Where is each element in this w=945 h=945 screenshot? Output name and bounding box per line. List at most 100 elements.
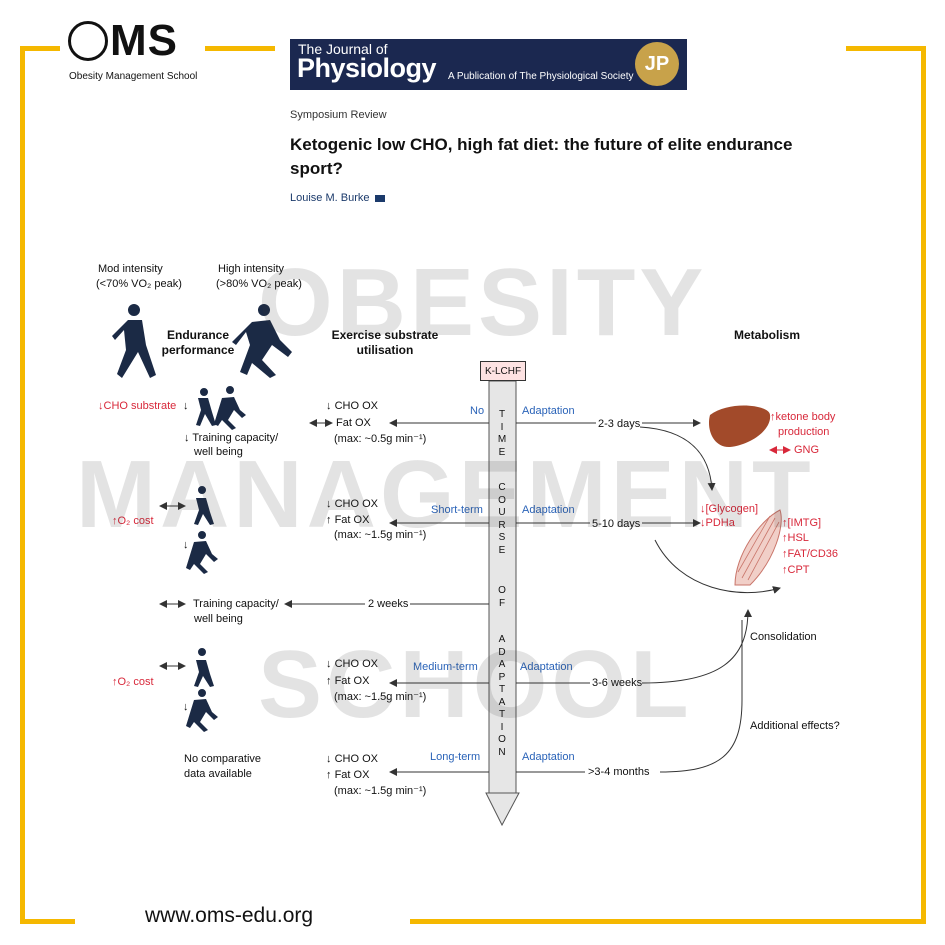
training-capacity-text-1: Training capacity/ xyxy=(192,432,279,444)
runner-icon-large-1 xyxy=(112,304,156,378)
article-title: Ketogenic low CHO, high fat diet: the fu… xyxy=(290,135,793,178)
mail-icon[interactable] xyxy=(375,195,385,202)
liver-icon xyxy=(708,405,771,448)
row2-cho-text: CHO OX xyxy=(334,498,378,510)
row5-fat: ↑ Fat OX xyxy=(326,769,370,781)
journal-name-bottom: Physiology xyxy=(297,53,437,83)
time-axis-letter: N xyxy=(498,746,506,758)
row2-fat-text: Fat OX xyxy=(334,514,370,526)
row1-cho-text: CHO OX xyxy=(334,400,378,412)
row4-adaptation: Adaptation xyxy=(520,661,573,673)
time-axis-letter: R xyxy=(498,519,506,531)
runner-icon-small-4 xyxy=(186,531,218,574)
ketone-text-1: ketone body xyxy=(775,411,836,423)
time-axis-letter: O xyxy=(498,585,506,596)
runner-icon-small-1 xyxy=(196,388,216,426)
additional-effects-label: Additional effects? xyxy=(750,720,840,732)
imtg-text: [IMTG] xyxy=(787,517,822,529)
glycogen-label: ↓[Glycogen] xyxy=(700,503,759,515)
down-arrow-glyph-3: ↓ xyxy=(183,701,189,713)
hsl-text: HSL xyxy=(787,532,809,544)
runner-icon-large-2 xyxy=(232,304,292,378)
runner-icons xyxy=(112,304,292,732)
article-author[interactable]: Louise M. Burke xyxy=(290,192,370,204)
row1-cho: ↓ CHO OX xyxy=(326,400,378,412)
row5-fat-text: Fat OX xyxy=(334,769,370,781)
row5-cho: ↓ CHO OX xyxy=(326,753,378,765)
gng-label: GNG xyxy=(794,444,820,456)
time-axis-letter: M xyxy=(497,434,507,445)
row4-duration: 3-6 weeks xyxy=(592,677,643,689)
time-axis-letter: S xyxy=(498,532,506,543)
ketone-production: production xyxy=(778,426,830,438)
journal-publisher: A Publication of The Physiological Socie… xyxy=(448,71,634,82)
time-axis-letter: A xyxy=(498,696,506,708)
time-axis-letter: C xyxy=(498,482,506,493)
frame-top-middle xyxy=(205,46,275,51)
time-axis-letter: U xyxy=(498,507,506,518)
time-axis-letter: E xyxy=(498,446,506,458)
row4-fat: ↑ Fat OX xyxy=(326,675,370,687)
row4-max: (max: ~1.5g min⁻¹) xyxy=(334,691,427,703)
row5-duration: >3-4 months xyxy=(588,766,650,778)
time-axis-letter: T xyxy=(498,684,506,695)
row2-fat: ↑ Fat OX xyxy=(326,514,370,526)
time-axis-letter: P xyxy=(498,671,506,683)
journal-name-top: The Journal of xyxy=(298,41,388,57)
oms-logo-text: MS xyxy=(110,16,178,65)
frame-bottom-right xyxy=(410,919,926,924)
article-type: Symposium Review xyxy=(290,109,387,121)
o2-cost-text-1: O₂ cost xyxy=(117,515,154,527)
mod-intensity-label: Mod intensity xyxy=(98,263,163,275)
row4-fat-text: Fat OX xyxy=(334,675,370,687)
time-axis-letter: F xyxy=(498,597,506,609)
no-data-2: data available xyxy=(184,768,252,780)
time-axis-letter: D xyxy=(498,646,506,658)
fatcd36-label: ↑FAT/CD36 xyxy=(782,548,839,560)
journal-badge: JP xyxy=(635,42,679,86)
down-arrow-glyph-2: ↓ xyxy=(183,539,189,551)
time-axis-letter: T xyxy=(498,709,506,720)
o2-cost-2: ↑O₂ cost xyxy=(112,676,154,688)
runner-icon-small-3 xyxy=(194,486,214,525)
frame-top-right xyxy=(846,46,926,51)
row3-duration: 2 weeks xyxy=(368,598,409,610)
no-data-1: No comparative xyxy=(184,753,262,765)
cho-substrate-label: ↓CHO substrate xyxy=(98,400,177,412)
website-url[interactable]: www.oms-edu.org xyxy=(145,904,314,927)
muscle-icon xyxy=(734,509,782,586)
row2-max: (max: ~1.5g min⁻¹) xyxy=(334,529,427,541)
pdha-text: PDHa xyxy=(705,517,735,529)
time-arrow xyxy=(485,380,520,827)
hsl-label: ↑HSL xyxy=(782,532,809,544)
row1-fat: Fat OX xyxy=(336,417,371,429)
cho-substrate-text: CHO substrate xyxy=(103,400,177,412)
row2-adaptation: Adaptation xyxy=(522,504,575,516)
row2-duration: 5-10 days xyxy=(592,518,641,530)
runner-icon-small-5 xyxy=(194,648,214,687)
o2-cost-1: ↑O₂ cost xyxy=(112,515,154,527)
row5-max: (max: ~1.5g min⁻¹) xyxy=(334,785,427,797)
row1-duration: 2-3 days xyxy=(598,418,641,430)
row4-cho-text: CHO OX xyxy=(334,658,378,670)
oms-logo-circle-icon xyxy=(68,21,108,61)
cpt-text: CPT xyxy=(787,564,810,576)
fatcd36-text: FAT/CD36 xyxy=(787,548,839,560)
runner-icon-small-6 xyxy=(186,689,218,732)
ketone-label: ↑ketone body xyxy=(770,411,836,423)
high-intensity-label: High intensity xyxy=(218,263,285,275)
training-capacity-2: Training capacity/ xyxy=(193,598,279,610)
time-axis-letter: O xyxy=(498,734,506,745)
row2-stage: Short-term xyxy=(431,504,483,516)
frame-right xyxy=(921,46,926,924)
row1-adaptation: Adaptation xyxy=(522,405,575,417)
row5-cho-text: CHO OX xyxy=(334,753,378,765)
cpt-label: ↑CPT xyxy=(782,564,810,576)
training-capacity-1: ↓ Training capacity/ xyxy=(184,432,279,444)
time-axis-letter: I xyxy=(500,721,504,733)
well-being-2: well being xyxy=(194,613,243,625)
well-being-1: well being xyxy=(194,446,243,458)
pdha-label: ↓PDHa xyxy=(700,517,735,529)
row2-cho: ↓ CHO OX xyxy=(326,498,378,510)
time-axis-letter: A xyxy=(498,659,506,670)
